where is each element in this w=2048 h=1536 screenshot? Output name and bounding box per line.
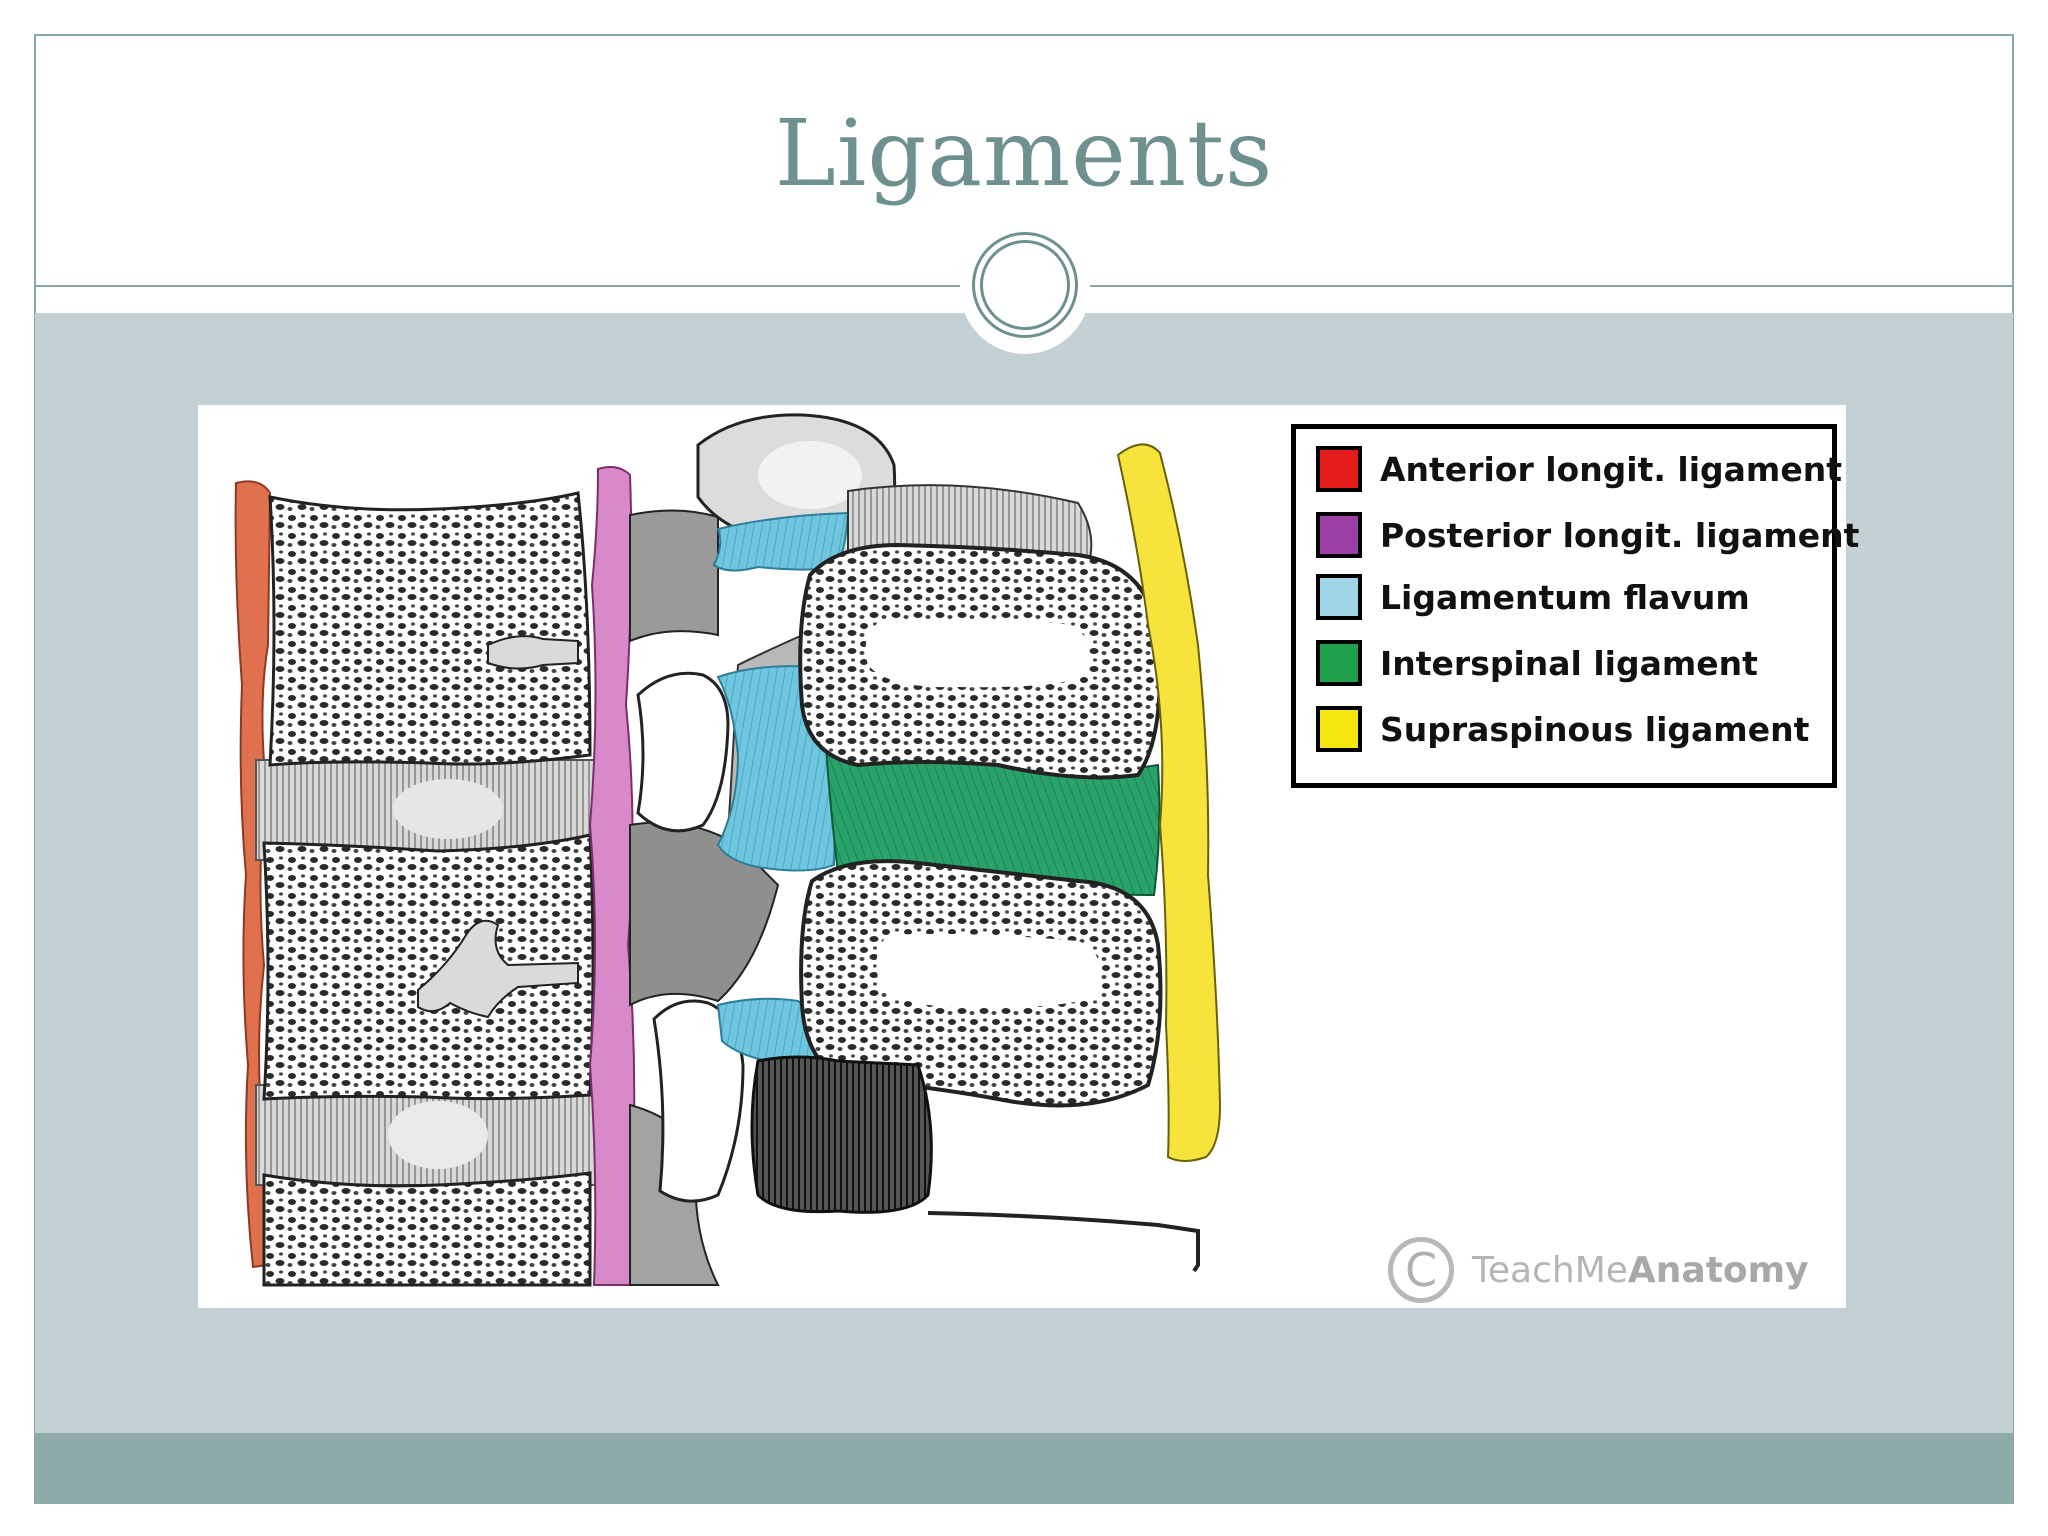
legend-swatch-yellow	[1316, 706, 1362, 752]
vertebral-body-3	[262, 1171, 592, 1287]
watermark-brand-light: TeachMe	[1472, 1249, 1628, 1291]
vertebral-body-2	[262, 833, 595, 1101]
legend-swatch-green	[1316, 640, 1362, 686]
legend-swatch-red	[1316, 446, 1362, 492]
copyright-icon: C	[1388, 1237, 1454, 1303]
title-divider-right	[1090, 285, 2013, 287]
footer-band	[35, 1433, 2013, 1503]
legend-label: Ligamentum flavum	[1380, 577, 1750, 617]
posterior-ligament-strip	[588, 466, 636, 1286]
watermark-brand: TeachMeAnatomy	[1472, 1250, 1809, 1291]
anterior-ligament-strip	[234, 480, 272, 1269]
legend-label: Anterior longit. ligament	[1380, 449, 1842, 489]
circle-ornament-inner	[980, 240, 1070, 330]
foramen-upper	[636, 671, 730, 833]
lamina-lower-outline	[927, 1211, 1200, 1273]
legend-item: Posterior longit. ligament	[1316, 507, 1859, 563]
articular-process-lower	[750, 1055, 933, 1214]
watermark-brand-bold: Anatomy	[1627, 1249, 1809, 1291]
spine-ligaments-figure: Anterior longit. ligament Posterior long…	[198, 405, 1859, 1308]
ligament-legend: Anterior longit. ligament Posterior long…	[1291, 424, 1859, 788]
legend-swatch-blue	[1316, 574, 1362, 620]
foramen-lower	[652, 999, 745, 1203]
pedicle-upper	[629, 509, 719, 643]
legend-label: Supraspinous ligament	[1380, 709, 1810, 749]
legend-label: Interspinal ligament	[1380, 643, 1758, 683]
legend-item: Anterior longit. ligament	[1316, 441, 1842, 497]
teachmeanatomy-watermark: C TeachMeAnatomy	[1388, 1237, 1809, 1303]
legend-swatch-purple	[1316, 512, 1362, 558]
slide-title: Ligaments	[774, 100, 1274, 207]
legend-item: Supraspinous ligament	[1316, 701, 1809, 757]
title-divider-left	[35, 285, 960, 287]
legend-item: Ligamentum flavum	[1316, 569, 1750, 625]
vertebral-body-1	[268, 491, 592, 767]
spine-illustration	[234, 413, 1222, 1287]
legend-item: Interspinal ligament	[1316, 635, 1758, 691]
supraspinous-ligament	[1116, 443, 1222, 1162]
legend-label: Posterior longit. ligament	[1380, 515, 1860, 555]
